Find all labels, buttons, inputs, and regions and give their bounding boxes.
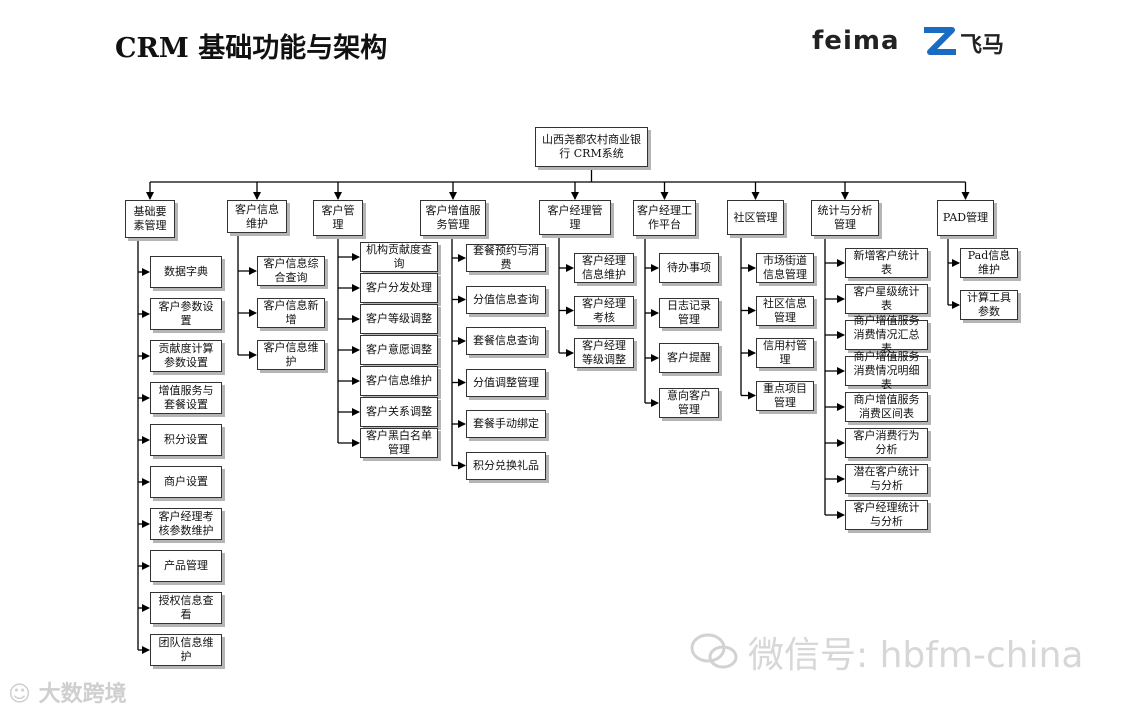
leaf-node: 客户提醒 (659, 343, 719, 373)
leaf-node: 商户增值服务消费情况汇总表 (845, 314, 928, 355)
branch-node-4: 客户增值服务管理 (420, 200, 486, 236)
leaf-node: 分值信息查询 (466, 285, 546, 314)
branch-node-3: 客户管理 (313, 200, 363, 236)
leaf-node: 套餐信息查询 (466, 327, 546, 355)
leaf-node: 产品管理 (150, 550, 222, 582)
leaf-node: 客户黑白名单管理 (360, 428, 438, 458)
branch-node-6: 客户经理工作平台 (633, 200, 696, 236)
leaf-node: 机构贡献度查询 (360, 242, 438, 272)
leaf-node: 商户增值服务消费情况明细表 (845, 350, 928, 391)
leaf-node: 团队信息维护 (150, 634, 222, 666)
logo-text: feima (812, 26, 900, 56)
leaf-node: 积分兑换礼品 (466, 451, 546, 480)
leaf-node: 客户经理信息维护 (574, 253, 634, 283)
leaf-node: 客户经理考核 (574, 295, 634, 326)
wechat-watermark: 微信号: hbfm-china (748, 635, 1084, 676)
leaf-node: 客户等级调整 (360, 304, 438, 334)
leaf-node: 分值调整管理 (466, 368, 546, 397)
leaf-node: 套餐手动绑定 (466, 410, 546, 438)
leaf-node: 客户消费行为分析 (845, 428, 928, 458)
leaf-node: 客户经理考核参数维护 (150, 508, 222, 540)
leaf-node: 日志记录管理 (659, 298, 719, 328)
leaf-node: 市场街道信息管理 (756, 253, 814, 283)
leaf-node: 客户经理等级调整 (574, 338, 634, 368)
company-logo: feima 飞马 (812, 24, 1004, 60)
leaf-node: 客户信息维护 (360, 366, 438, 396)
source-watermark-text: 大数跨境 (38, 682, 127, 707)
branch-node-9: PAD管理 (937, 200, 994, 236)
wechat-icon (690, 633, 738, 669)
leaf-node: 意向客户管理 (659, 388, 719, 418)
leaf-node: 数据字典 (150, 256, 222, 288)
leaf-node: 套餐预约与消费 (466, 244, 546, 272)
root-node: 山西尧都农村商业银行 CRM系统 (535, 127, 648, 167)
leaf-node: 商户增值服务消费区间表 (845, 392, 928, 422)
leaf-node: 客户经理统计与分析 (845, 500, 928, 530)
leaf-node: 信用村管理 (756, 338, 814, 368)
leaf-node: 客户星级统计表 (845, 284, 928, 314)
leaf-node: 客户信息综合查询 (257, 256, 325, 286)
leaf-node: Pad信息维护 (960, 248, 1018, 278)
leaf-node: 增值服务与套餐设置 (150, 382, 222, 414)
branch-node-8: 统计与分析管理 (811, 200, 879, 236)
leaf-node: 潜在客户统计与分析 (845, 464, 928, 494)
leaf-node: 积分设置 (150, 424, 222, 456)
logo-chinese: 飞马 (960, 33, 1005, 58)
logo-mark-icon (924, 27, 956, 55)
leaf-node: 客户信息新增 (257, 298, 325, 328)
leaf-node: 客户信息维护 (257, 340, 325, 370)
leaf-node: 客户分发处理 (360, 273, 438, 303)
leaf-node: 新增客户统计表 (845, 248, 928, 278)
branch-node-2: 客户信息维护 (227, 200, 287, 233)
leaf-node: 社区信息管理 (756, 295, 814, 326)
leaf-node: 待办事项 (659, 253, 719, 283)
branch-node-7: 社区管理 (727, 200, 784, 235)
source-watermark: ☺ 大数跨境 (8, 676, 127, 708)
branch-node-1: 基础要素管理 (125, 200, 175, 238)
page-title: CRM 基础功能与架构 (115, 33, 388, 64)
leaf-node: 授权信息查看 (150, 592, 222, 624)
branch-node-5: 客户经理管理 (539, 200, 611, 235)
leaf-node: 计算工具参数 (960, 290, 1018, 320)
leaf-node: 客户关系调整 (360, 397, 438, 427)
leaf-node: 重点项目管理 (756, 380, 814, 411)
leaf-node: 贡献度计算参数设置 (150, 340, 222, 372)
leaf-node: 客户意愿调整 (360, 335, 438, 365)
leaf-node: 商户设置 (150, 466, 222, 498)
source-watermark-icon: ☺ (8, 682, 31, 707)
leaf-node: 客户参数设置 (150, 298, 222, 330)
